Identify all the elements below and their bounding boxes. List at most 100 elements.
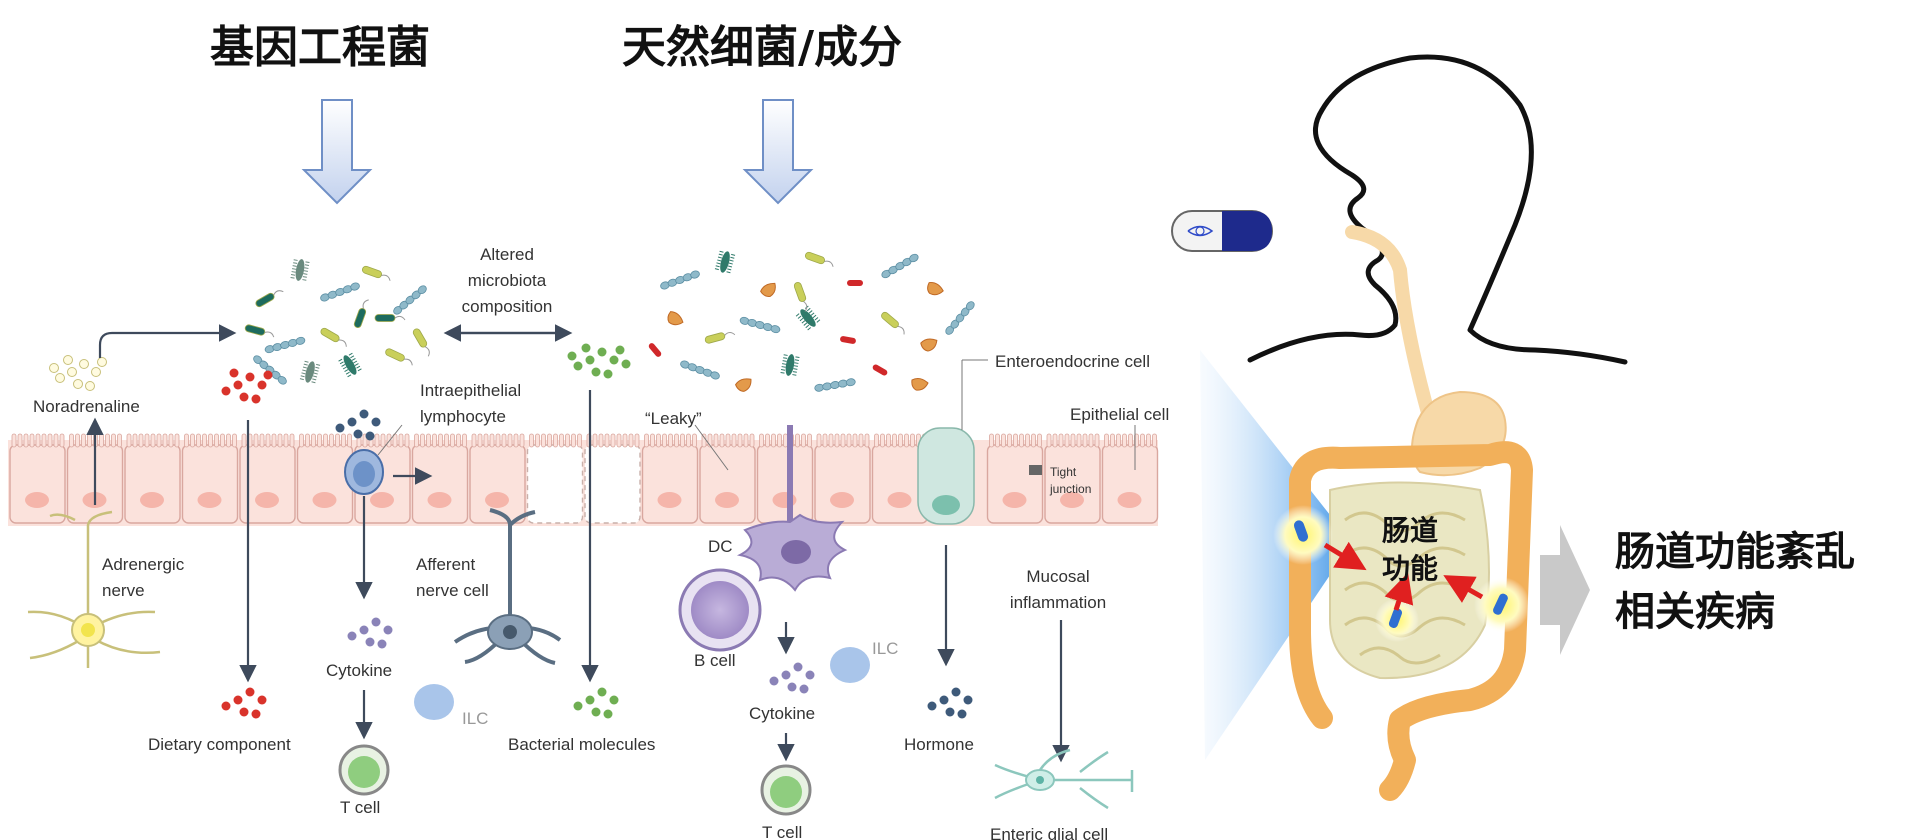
epithelial-cell (526, 444, 584, 524)
bacterium-rod (648, 343, 662, 357)
bacterium-spike (347, 374, 352, 378)
microvillus (35, 433, 41, 448)
dietary-dot-bottom (257, 695, 267, 705)
microvillus (1082, 433, 1088, 448)
large-intestine (1289, 441, 1533, 801)
bacterium-yellow-rod (320, 327, 340, 343)
bacterium-spike (314, 369, 319, 372)
microvillus (444, 433, 449, 448)
microvillus (1128, 433, 1133, 448)
microvillus (622, 433, 628, 448)
bacterium-yellow-rod (881, 311, 899, 329)
bacterium (244, 324, 275, 338)
bacterium-spike (292, 265, 297, 267)
bacterium-spike (357, 368, 362, 372)
microvillus (680, 433, 685, 448)
microvillus (801, 433, 806, 448)
bacterium-spike (291, 271, 296, 273)
microvillus (1122, 433, 1127, 448)
microvillus (598, 433, 604, 448)
microvillus (1046, 433, 1052, 448)
head-outline (1247, 54, 1628, 365)
bacterium (714, 250, 736, 274)
bacterium-spike (731, 253, 736, 256)
label-dietary: Dietary component (148, 735, 291, 754)
microvillus (834, 433, 840, 448)
dietary-dot-bottom (251, 709, 261, 719)
bacterium-spike (315, 366, 320, 369)
adrenergic-nerve (27, 510, 161, 668)
bacterium-spike (290, 276, 295, 279)
bacterium (264, 336, 306, 354)
microvillus (265, 433, 271, 448)
bacterium-bean (667, 311, 684, 326)
microvillus (771, 433, 776, 448)
flagellum (897, 325, 905, 335)
label-adrenergic-1: Adrenergic (102, 555, 185, 574)
bacterium-spike (313, 372, 318, 375)
microvillus (17, 433, 23, 448)
microvillus (529, 433, 534, 448)
noradrenaline-dot (49, 363, 59, 373)
bacterium-spike (799, 317, 804, 322)
cell-nucleus (485, 492, 509, 508)
cell-nucleus (370, 492, 394, 508)
label-hormone: Hormone (904, 735, 974, 754)
microvillus (483, 433, 489, 448)
flagellum (273, 290, 284, 296)
flagellum (264, 331, 275, 338)
microvillus (892, 433, 897, 448)
microvillus (311, 433, 316, 448)
microvillus (686, 433, 691, 448)
microvillus (1019, 433, 1024, 448)
bacterium-spike (810, 312, 815, 316)
bacterium (760, 282, 776, 298)
dietary-dot-bottom (233, 695, 243, 705)
bacterium-spike (726, 271, 731, 274)
bacterium-spike (727, 265, 733, 268)
microvillus (1064, 433, 1070, 448)
label-altered-1: Altered (480, 245, 534, 264)
cytokine-dot-left (377, 639, 387, 649)
bacterium (735, 378, 752, 392)
microvillus (886, 433, 891, 448)
microbiota-cluster (244, 250, 975, 392)
bacterium-spike (780, 369, 786, 371)
flagellum (424, 346, 430, 357)
bacterium-spike (716, 262, 721, 265)
microvillus (471, 433, 477, 448)
microvillus (547, 433, 552, 448)
noradrenaline-dot (85, 381, 95, 391)
microvillus (719, 433, 725, 448)
bacterium-yellow-rod (255, 292, 275, 308)
microvillus (565, 433, 570, 448)
bacterium-spike (311, 381, 316, 384)
epithelial-cell (411, 444, 469, 524)
dendritic-cell (736, 425, 848, 592)
microvillus (1070, 433, 1076, 448)
microvillus (196, 433, 201, 448)
microvillus (220, 433, 225, 448)
noradrenaline-dot (79, 359, 89, 369)
microvillus (456, 433, 461, 448)
microvillus (852, 433, 858, 448)
header-natural-bacteria: 天然细菌/成分 (622, 22, 902, 73)
microvillus (610, 433, 616, 448)
microvillus (880, 433, 885, 448)
bacterium-spike (348, 352, 353, 356)
bacterium-spike (304, 264, 310, 266)
flagellum (403, 358, 413, 366)
label-leaky: “Leaky” (645, 409, 702, 428)
bacterium-spike (356, 365, 361, 369)
microvillus (995, 433, 1000, 448)
bacterium-spike (795, 313, 800, 317)
microvillus (380, 433, 386, 448)
microvillus (874, 433, 879, 448)
bacterium-spike (797, 315, 802, 319)
bacterium-spike (717, 259, 722, 262)
cytokine-dot-right (787, 682, 797, 692)
microvillus (668, 433, 673, 448)
bacterium-yellow-rod (704, 332, 726, 344)
bacterium (927, 281, 944, 296)
label-epithelial: Epithelial cell (1070, 405, 1169, 424)
